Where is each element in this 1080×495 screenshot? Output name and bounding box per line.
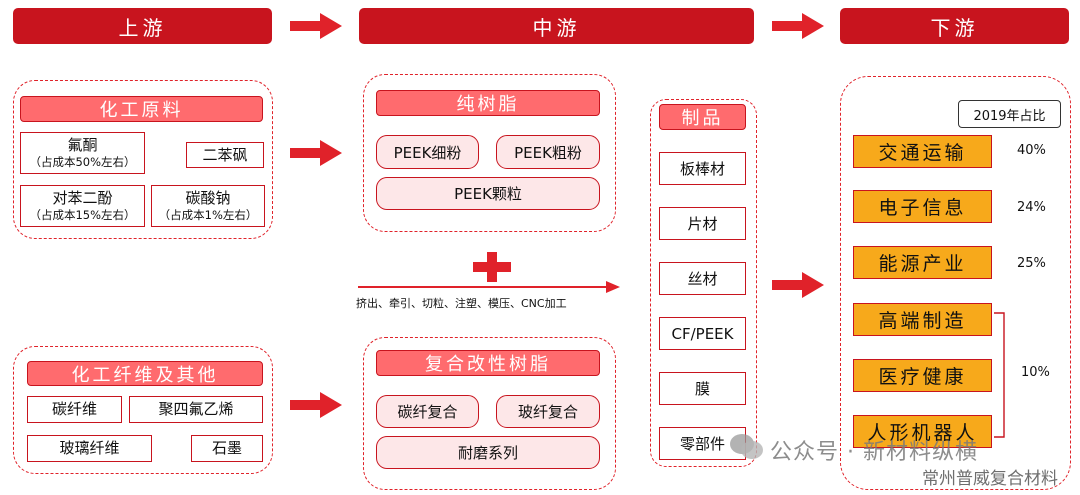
downstream-header: 下游 [840,8,1069,44]
resin-item-pellet: PEEK颗粒 [376,177,600,210]
arrow-right-icon [290,392,342,418]
raw-item-note: （占成本15%左右） [29,208,136,223]
fiber-item-carbon: 碳纤维 [27,396,122,423]
process-steps-text: 挤出、牵引、切粒、注塑、模压、CNC加工 [356,297,567,310]
watermark-company: 常州普威复合材料 [922,469,1058,489]
product-film: 膜 [659,372,746,405]
fiber-item-ptfe: 聚四氟乙烯 [129,396,263,423]
arrow-right-icon [772,13,824,39]
raw-item-name: 二苯砜 [202,145,248,164]
share-other: 10% [1021,365,1050,380]
raw-item-note: （占成本1%左右） [158,208,258,223]
share-transport: 40% [1017,143,1046,158]
upstream-header: 上游 [13,8,272,44]
arrow-right-icon [772,272,824,298]
product-filament: 丝材 [659,262,746,295]
chemical-raw-title: 化工原料 [20,96,263,122]
composite-item-wear: 耐磨系列 [376,436,600,469]
raw-item-diphenylsulfone: 二苯砜 [186,142,264,168]
app-humanoid-robot: 人形机器人 [853,415,992,448]
composite-item-glass: 玻纤复合 [496,395,600,428]
raw-item-note: （占成本50%左右） [29,155,136,170]
fiber-item-graphite: 石墨 [191,435,263,462]
raw-item-name: 碳酸钠 [185,189,231,208]
raw-item-sodium-carbonate: 碳酸钠 （占成本1%左右） [151,185,265,227]
app-high-end-manufacturing: 高端制造 [853,303,992,336]
composite-item-carbon: 碳纤复合 [376,395,479,428]
share-electronics: 24% [1017,200,1046,215]
product-sheet: 片材 [659,207,746,240]
app-medical: 医疗健康 [853,359,992,392]
watermark-account: 公众号 · 新材料纵横 [770,440,978,465]
pure-resin-title: 纯树脂 [376,90,600,116]
app-electronics: 电子信息 [853,190,992,223]
app-transport: 交通运输 [853,135,992,168]
fiber-other-title: 化工纤维及其他 [27,361,263,386]
raw-item-name: 对苯二酚 [52,189,113,208]
midstream-header: 中游 [359,8,754,44]
product-plate-rod: 板棒材 [659,152,746,185]
share-legend-box: 2019年占比 [958,100,1061,128]
process-arrow-icon [358,281,620,293]
arrow-right-icon [290,140,342,166]
composite-resin-title: 复合改性树脂 [376,350,600,376]
fiber-item-glass: 玻璃纤维 [27,435,152,462]
arrow-right-icon [290,13,342,39]
raw-item-fluoroketone: 氟酮 （占成本50%左右） [20,132,145,174]
raw-item-hydroquinone: 对苯二酚 （占成本15%左右） [20,185,145,227]
raw-item-name: 氟酮 [67,136,98,155]
resin-item-fine-powder: PEEK细粉 [376,135,479,169]
app-energy: 能源产业 [853,246,992,279]
group-bracket [994,312,1005,438]
wechat-icon [730,434,763,459]
share-energy: 25% [1017,256,1046,271]
plus-icon [473,252,511,282]
resin-item-coarse-powder: PEEK粗粉 [496,135,600,169]
product-cf-peek: CF/PEEK [659,317,746,350]
products-title: 制品 [659,104,746,130]
